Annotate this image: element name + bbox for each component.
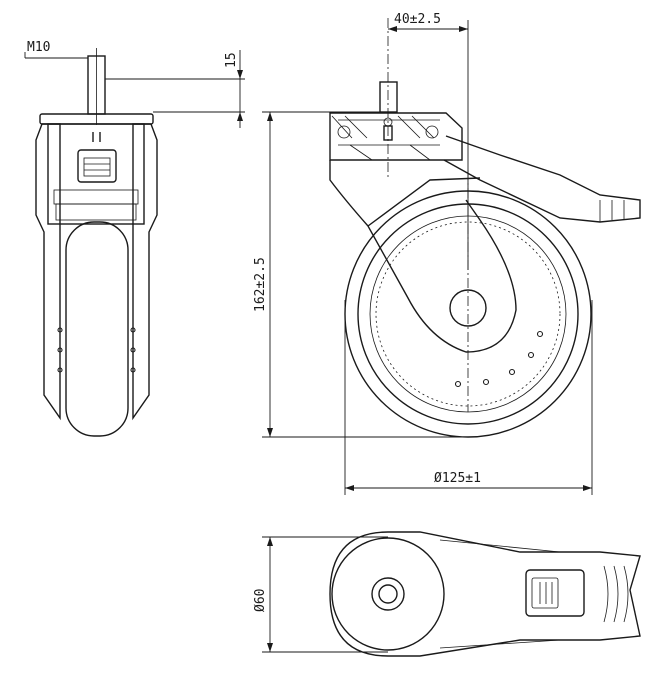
wheel-side <box>65 221 129 437</box>
fork-profile <box>329 160 517 353</box>
profile-view <box>329 18 641 438</box>
fork-housing <box>47 123 145 225</box>
brake-lock <box>77 149 117 183</box>
profile-stem <box>379 81 398 113</box>
plate-diameter-label: Ø60 <box>253 589 268 612</box>
brake-lock-top <box>525 569 585 617</box>
top-plate-circle <box>331 537 445 651</box>
shank-height-label: 15 <box>224 52 239 68</box>
wheel-holes <box>454 330 544 388</box>
total-height-label: 162±2.5 <box>253 257 268 312</box>
pedal-ribs <box>603 565 629 623</box>
plate-diameter-dimension: Ø60 <box>253 536 388 653</box>
wheel-diameter-dimension: Ø125±1 <box>344 300 593 495</box>
total-height-dimension: 162±2.5 <box>253 111 470 438</box>
top-offset-dimension: 40±2.5 <box>388 12 469 270</box>
brake-pedal <box>443 135 641 223</box>
top-outline <box>329 531 641 657</box>
front-view <box>35 48 158 437</box>
wheel-diameter-label: Ø125±1 <box>434 471 481 486</box>
shank-height-dimension: 15 <box>105 50 245 128</box>
fork-right <box>132 123 158 421</box>
top-offset-label: 40±2.5 <box>394 12 441 27</box>
fork-left <box>35 123 61 421</box>
top-view <box>329 531 641 657</box>
wheel-hub <box>449 289 487 327</box>
thread-dimension: M10 <box>24 40 88 59</box>
vent-holes-left <box>57 327 63 373</box>
thread-label: M10 <box>27 40 50 55</box>
swivel-housing <box>329 112 463 161</box>
vent-holes-right <box>130 327 136 373</box>
